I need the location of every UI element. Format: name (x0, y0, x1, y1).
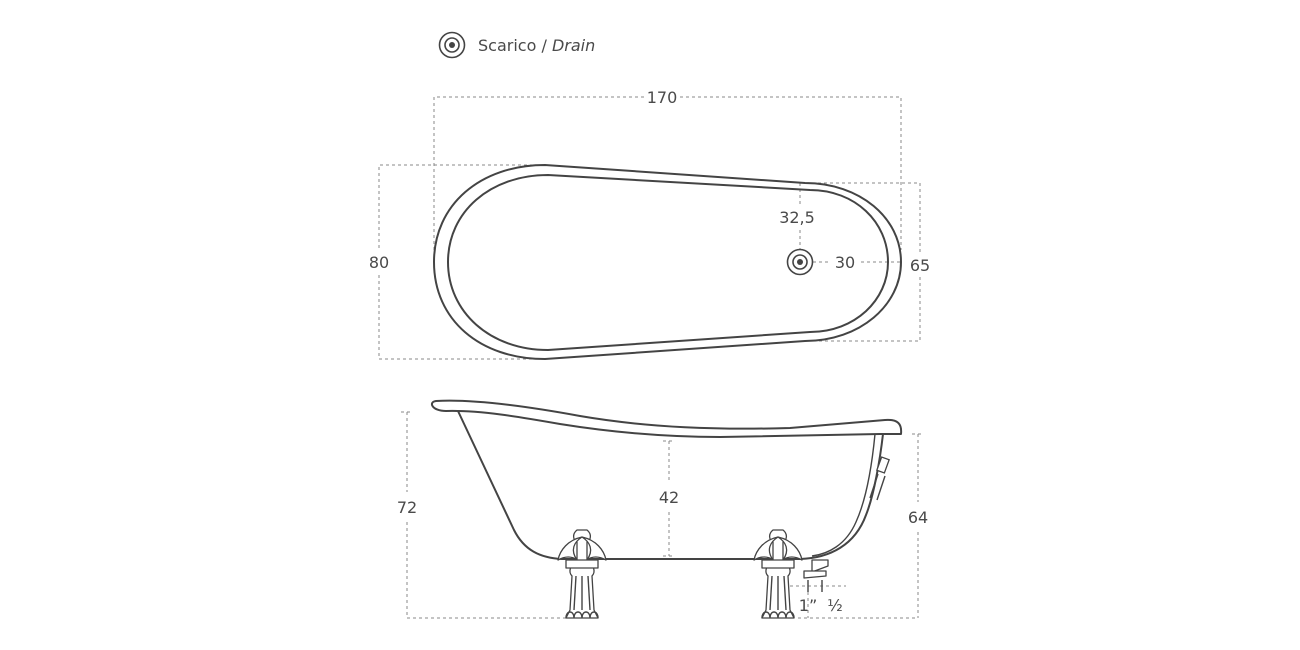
svg-text:Scarico / Drain: Scarico / Drain (478, 36, 595, 55)
tub-side-rim (430, 399, 903, 438)
drain-offset-y-label: 32,5 (779, 208, 815, 227)
tub-side-body (457, 410, 884, 560)
drain-offset-x-label: 30 (835, 253, 855, 272)
claw-foot-left (557, 529, 607, 619)
width-left-dimension-line (378, 164, 545, 250)
width-left-label: 80 (369, 253, 389, 272)
legend-label-en: Drain (552, 36, 595, 55)
drain-icon (438, 31, 466, 59)
length-label: 170 (647, 88, 678, 107)
side-view: 72 42 64 1” ½ (397, 399, 928, 619)
pipe-2-label: ½ (827, 596, 843, 615)
length-dimension-line (433, 96, 644, 250)
tub-top-inner-outline (447, 174, 889, 351)
legend-separator: / (536, 36, 552, 55)
rim-height-label: 64 (908, 508, 928, 527)
claw-foot-right (753, 529, 803, 619)
pipe-1-label: 1” (799, 596, 817, 615)
tub-top-outer-outline (433, 164, 902, 360)
height-total-label: 72 (397, 498, 417, 517)
width-right-label: 65 (910, 256, 930, 275)
top-view: 170 80 65 32,5 30 (369, 88, 930, 360)
waste-pipe (803, 456, 890, 579)
width-right-dimension-line (800, 182, 921, 253)
legend-label-it: Scarico (478, 36, 536, 55)
legend: Scarico / Drain (438, 31, 595, 59)
inner-depth-label: 42 (659, 488, 679, 507)
drain-icon (786, 248, 814, 276)
